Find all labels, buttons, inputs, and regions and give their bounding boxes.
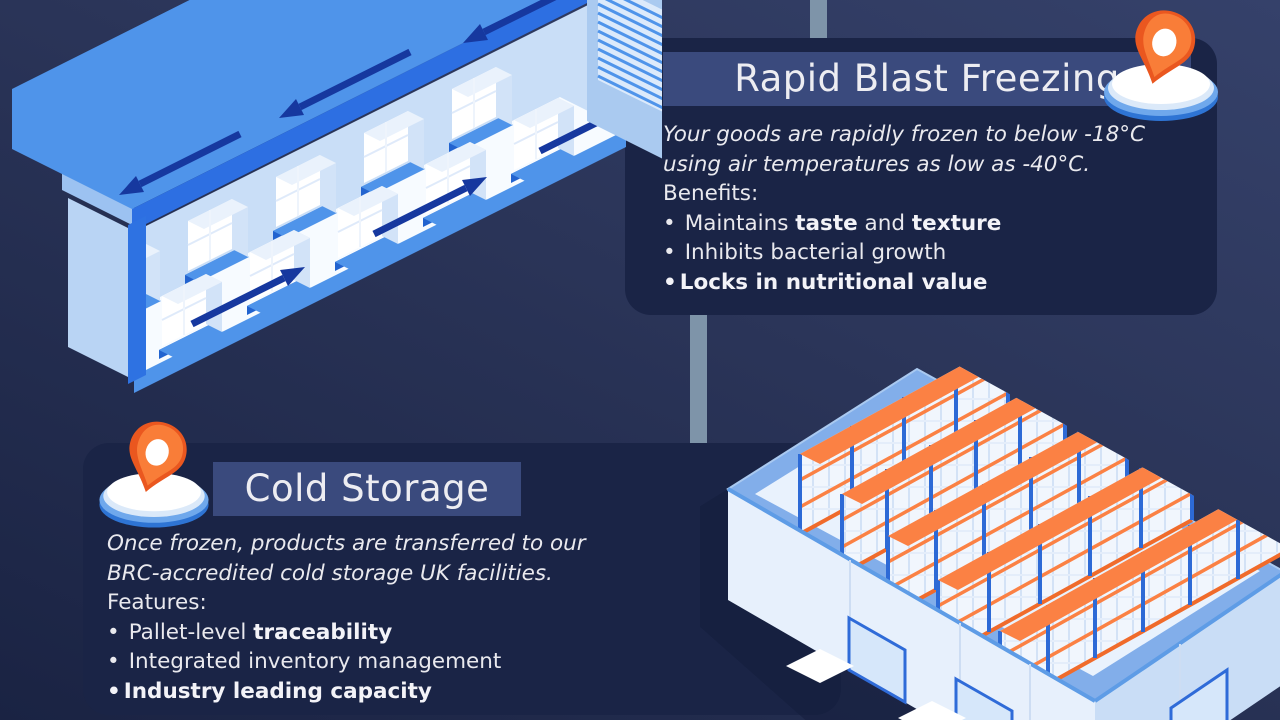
- freezer-roof: [12, 0, 550, 209]
- bullet-item: •Pallet-level traceability: [107, 619, 393, 645]
- bullet-item: •Inhibits bacterial growth: [663, 240, 947, 265]
- card-body: Once frozen, products are transferred to…: [107, 529, 817, 706]
- location-pin-icon: [99, 415, 209, 528]
- warehouse-front-left-wall: [728, 489, 1095, 720]
- cold-storage-warehouse-illustration: [700, 366, 1280, 720]
- bullet-item: •Locks in nutritional value: [663, 269, 988, 295]
- list-label: Features:: [107, 590, 207, 615]
- bullet-item: •Industry leading capacity: [107, 678, 432, 704]
- card-title: Rapid Blast Freezing: [734, 57, 1120, 100]
- card-title: Cold Storage: [244, 467, 490, 510]
- loading-doors: [847, 615, 1229, 720]
- bullet-item: •Maintains taste and texture: [663, 210, 1002, 236]
- flow-connector-top: [810, 0, 827, 44]
- card-rapid-blast-freezing: Rapid Blast Freezing Your goods are rapi…: [625, 4, 1218, 315]
- warehouse-front-right-wall: [1095, 575, 1280, 720]
- card-title-bar: Cold Storage: [213, 462, 521, 516]
- intro-line: using air temperatures as low as -40°C.: [663, 151, 1091, 177]
- intro-line: Your goods are rapidly frozen to below -…: [663, 122, 1146, 147]
- pallet-sheets: [786, 649, 966, 720]
- card-title-bar: Rapid Blast Freezing: [663, 52, 1191, 106]
- airflow-arrows-left: [119, 0, 557, 195]
- blast-freezer-illustration: [12, 0, 662, 393]
- intro-line: BRC-accredited cold storage UK facilitie…: [107, 560, 553, 586]
- flow-connector-middle: [690, 313, 707, 449]
- location-pin-icon: [1104, 4, 1218, 122]
- freezer-end-wall: [68, 198, 134, 380]
- intro-line: Once frozen, products are transferred to…: [107, 531, 586, 556]
- refrigeration-unit-grille: [587, 0, 662, 159]
- list-label: Benefits:: [663, 181, 759, 206]
- bullet-item: •Integrated inventory management: [107, 649, 502, 674]
- card-body: Your goods are rapidly frozen to below -…: [663, 120, 1208, 297]
- storage-racks: [798, 366, 1280, 713]
